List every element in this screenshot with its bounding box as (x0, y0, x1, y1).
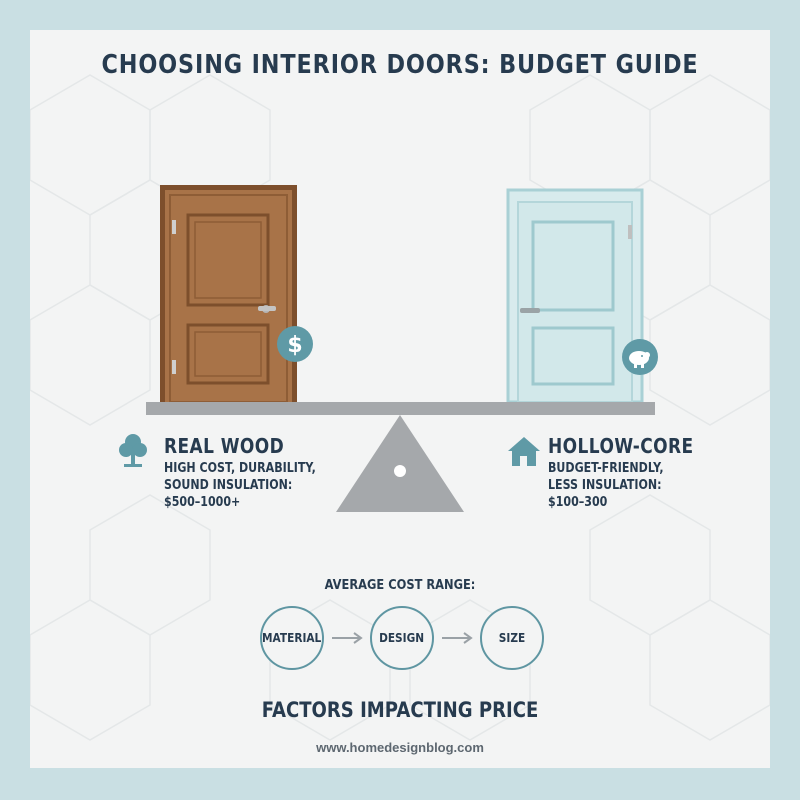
scale-beam (146, 402, 655, 415)
scale-fulcrum (336, 415, 464, 512)
real-wood-price: $500–1000+ (164, 495, 241, 510)
factor-size: SIZE (480, 606, 544, 670)
dollar-icon: $ (277, 326, 313, 362)
hollow-door (506, 188, 644, 404)
hollow-core-desc-line: LESS INSULATION: (548, 478, 662, 493)
svg-text:$: $ (287, 333, 302, 358)
tree-icon (119, 434, 147, 467)
wood-door (160, 185, 297, 403)
factor-material: MATERIAL (260, 606, 324, 670)
real-wood-desc-line: HIGH COST, DURABILITY, (164, 461, 316, 476)
page-title: CHOOSING INTERIOR DOORS: BUDGET GUIDE (101, 50, 699, 80)
factor-label: MATERIAL (262, 631, 322, 645)
factor-label: DESIGN (379, 631, 425, 645)
real-wood-description: HIGH COST, DURABILITY, SOUND INSULATION:… (164, 460, 316, 511)
real-wood-desc-line: SOUND INSULATION: (164, 478, 293, 493)
factor-label: SIZE (498, 631, 526, 645)
hollow-core-desc-line: BUDGET-FRIENDLY, (548, 461, 664, 476)
real-wood-heading: REAL WOOD (164, 434, 285, 458)
factors-caption: FACTORS IMPACTING PRICE (261, 698, 539, 722)
hollow-core-heading: HOLLOW-CORE (548, 434, 694, 458)
cost-range-label: AVERAGE COST RANGE: (324, 578, 476, 593)
footer-url[interactable]: www.homedesignblog.com (316, 740, 484, 755)
scale-illustration: $ (119, 185, 658, 512)
hollow-core-description: BUDGET-FRIENDLY, LESS INSULATION: $100–3… (548, 460, 664, 511)
hollow-core-price: $100–300 (548, 495, 608, 510)
factor-design: DESIGN (370, 606, 434, 670)
infographic-panel: CHOOSING INTERIOR DOORS: BUDGET GUIDE $ (30, 30, 770, 768)
piggy-bank-icon (622, 339, 658, 375)
house-icon (508, 437, 540, 466)
